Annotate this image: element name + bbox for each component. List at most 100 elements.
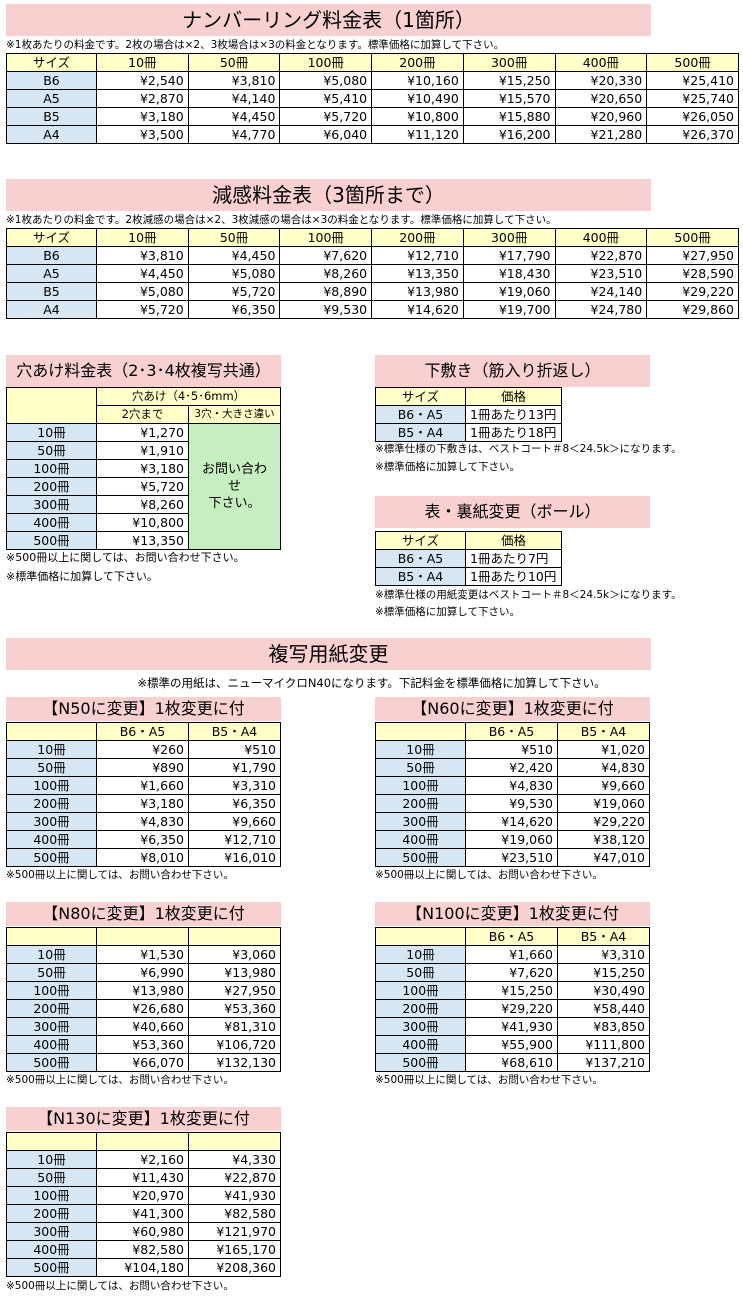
price-cell: ¥3,500 [96,125,189,144]
price-cell: ¥14,620 [465,812,558,831]
price-cell: ¥13,350 [371,264,464,283]
price-cell: ¥82,580 [96,1240,189,1259]
table-row: 10冊¥510¥1,020 [375,740,650,759]
punch-col-a: 2穴まで [96,405,189,424]
price-cell: ¥4,830 [96,812,189,831]
column-header: B6・A5 [96,722,189,741]
row-label: B5 [6,282,97,301]
price-cell: ¥16,200 [462,125,556,144]
price-cell: ¥14,620 [371,300,464,319]
price-cell: ¥12,710 [188,830,281,849]
row-label: 100冊 [6,776,97,795]
table-row: 100冊¥4,830¥9,660 [375,776,650,795]
table-row: 100冊¥20,970¥41,930 [6,1186,281,1205]
price-cell: ¥5,720 [96,477,189,496]
row-label: 500冊 [6,848,97,867]
punch-corner [6,387,97,424]
price-cell: ¥1,530 [96,945,189,964]
price-cell: ¥22,870 [554,246,648,265]
price-cell: ¥23,510 [554,264,648,283]
reduction-note: ※1枚あたりの料金です。2枚減感の場合は×2、3枚減感の場合は×3の料金となりま… [6,214,557,226]
price-cell: ¥18,430 [462,264,556,283]
price-cell: ¥27,950 [646,246,739,265]
row-label: B6・A5 [375,405,466,424]
price-cell: ¥19,060 [462,282,556,301]
punch-title: 穴あけ料金表（2･3･4枚複写共通） [6,355,281,387]
table-row: 10冊¥1,530¥3,060 [6,945,281,964]
price-cell: ¥15,250 [462,71,556,90]
column-header [188,1132,281,1151]
price-cell: ¥4,140 [187,89,281,108]
row-label: 100冊 [375,776,466,795]
price-cell: ¥55,900 [465,1035,558,1054]
price-cell: ¥12,710 [371,246,464,265]
n60-note: ※500冊以上に関しては、お問い合わせ下さい。 [375,869,603,881]
table-row: 300冊¥8,260 [6,495,281,514]
row-label: 500冊 [375,848,466,867]
price-cell: ¥23,510 [465,848,558,867]
table-row: A4¥3,500¥4,770¥6,040¥11,120¥16,200¥21,28… [6,125,739,144]
punch-note-2: ※標準価格に加算して下さい。 [6,570,158,583]
row-label: 300冊 [375,812,466,831]
numbering-title: ナンバーリング料金表（1箇所） [6,4,651,36]
table-row: 500冊¥66,070¥132,130 [6,1053,281,1072]
column-header: 300冊 [462,228,556,247]
numbering-note: ※1枚あたりの料金です。2枚の場合は×2、3枚場合は×3の料金となります。標準価… [6,39,505,51]
price-cell: ¥9,660 [557,776,650,795]
price-cell: ¥26,370 [646,125,739,144]
row-label: 200冊 [6,1204,97,1223]
column-header: 500冊 [646,228,739,247]
table-row: B5¥5,080¥5,720¥8,890¥13,980¥19,060¥24,14… [6,282,739,301]
price-cell: ¥38,120 [557,830,650,849]
row-label: 50冊 [6,441,97,460]
price-cell: ¥3,310 [188,776,281,795]
column-header: サイズ [375,387,466,406]
column-header: 500冊 [646,53,739,72]
price-cell: ¥4,830 [465,776,558,795]
n50-note: ※500冊以上に関しては、お問い合わせ下さい。 [6,869,234,881]
row-label: 50冊 [375,758,466,777]
column-header: 200冊 [371,53,464,72]
row-label: 300冊 [6,812,97,831]
price-cell: ¥4,330 [188,1150,281,1169]
price-cell: ¥26,680 [96,999,189,1018]
row-label: 10冊 [375,740,466,759]
table-row: B6¥2,540¥3,810¥5,080¥10,160¥15,250¥20,33… [6,71,739,90]
table-row: 500冊¥104,180¥208,360 [6,1258,281,1277]
row-label: 400冊 [375,830,466,849]
table-row: 10冊¥2,160¥4,330 [6,1150,281,1169]
price-cell: ¥111,800 [557,1035,650,1054]
column-header: 50冊 [187,228,281,247]
row-label: B6・A5 [375,549,466,568]
price-cell: ¥20,970 [96,1186,189,1205]
price-cell: ¥3,180 [96,794,189,813]
table-row: 500冊¥8,010¥16,010 [6,848,281,867]
price-cell: ¥82,580 [188,1204,281,1223]
row-label: A4 [6,125,97,144]
table-row: 400冊¥53,360¥106,720 [6,1035,281,1054]
row-label: 300冊 [6,495,97,514]
price-cell: ¥29,220 [557,812,650,831]
column-header: B5・A4 [557,722,650,741]
price-cell: ¥6,350 [187,300,281,319]
contact-text: お問い合わ [202,462,268,477]
price-cell: ¥83,850 [557,1017,650,1036]
price-cell: ¥66,070 [96,1053,189,1072]
row-label: 400冊 [6,1035,97,1054]
price-cell: ¥13,350 [96,531,189,550]
table-row: A4¥5,720¥6,350¥9,530¥14,620¥19,700¥24,78… [6,300,739,319]
price-cell: ¥4,450 [187,246,281,265]
price-cell: ¥1,660 [465,945,558,964]
price-cell: ¥890 [96,758,189,777]
price-cell: ¥6,350 [188,794,281,813]
price-cell: ¥19,060 [557,794,650,813]
price-cell: ¥53,360 [96,1035,189,1054]
price-cell: ¥9,660 [188,812,281,831]
price-cell: ¥24,780 [554,300,648,319]
